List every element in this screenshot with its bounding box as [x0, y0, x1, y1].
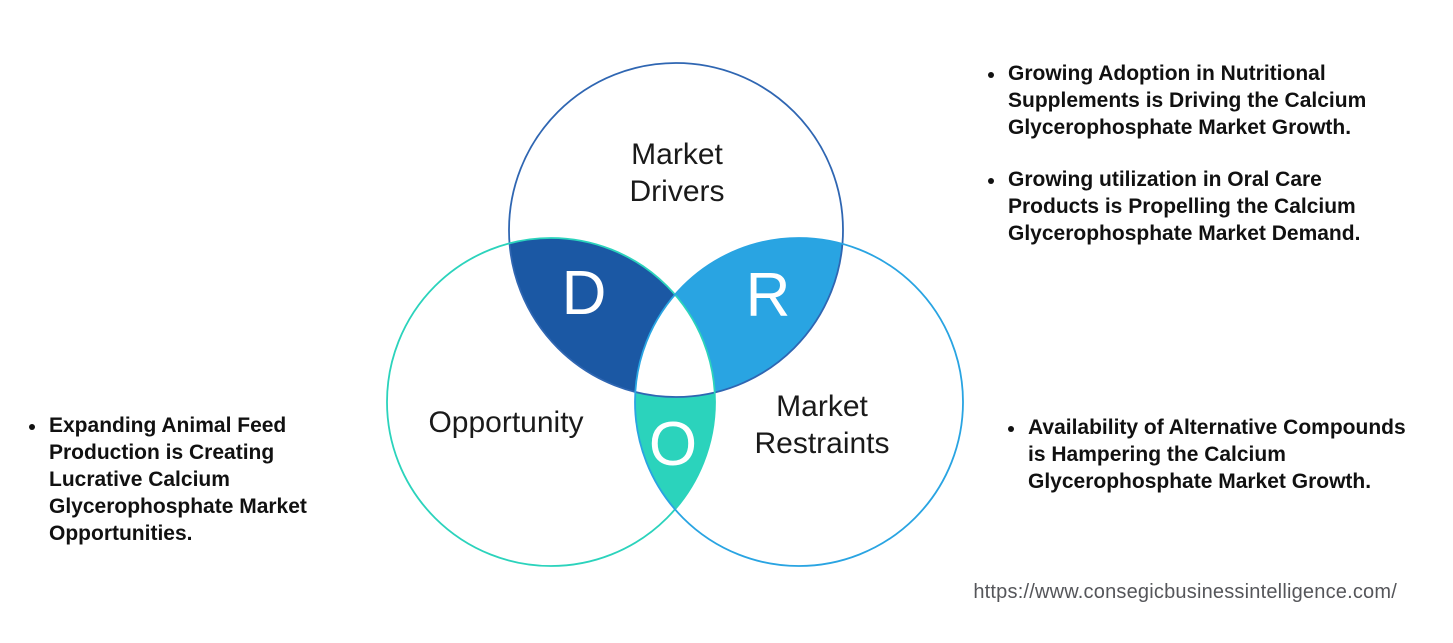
list-item: Growing Adoption in Nutritional Suppleme…: [988, 60, 1418, 141]
bullet-dot: [1008, 426, 1014, 432]
list-item: Growing utilization in Oral Care Product…: [988, 166, 1418, 247]
opportunity-bullet-list: Expanding Animal Feed Production is Crea…: [29, 412, 339, 547]
source-url: https://www.consegicbusinessintelligence…: [973, 581, 1397, 603]
opportunity-circle: [386, 237, 716, 567]
restraints-circle: [634, 237, 964, 567]
drivers-circle: [508, 62, 844, 398]
drivers-restraints-intersection: [635, 238, 843, 397]
restraints-letter: R: [746, 261, 791, 330]
drivers-circle-label: Market Drivers: [629, 138, 725, 208]
bullet-dot: [29, 424, 35, 430]
driver-point-1: Growing Adoption in Nutritional Suppleme…: [1008, 62, 1367, 139]
restraints-bullet-list: Availability of Alternative Compounds is…: [1008, 414, 1448, 495]
restraint-point-1: Availability of Alternative Compounds is…: [1028, 416, 1406, 493]
driver-point-2: Growing utilization in Oral Care Product…: [1008, 168, 1361, 245]
bullet-dot: [988, 72, 994, 78]
drivers-letter: D: [562, 259, 607, 328]
opportunity-point-1: Expanding Animal Feed Production is Crea…: [49, 414, 307, 545]
restraints-circle-label: Market Restraints: [754, 390, 890, 460]
list-item: Expanding Animal Feed Production is Crea…: [29, 412, 339, 547]
bullet-dot: [988, 178, 994, 184]
opportunity-circle-label: Opportunity: [428, 406, 584, 439]
drivers-opportunity-intersection: [509, 238, 715, 397]
opportunity-letter: O: [649, 410, 697, 479]
list-item: Availability of Alternative Compounds is…: [1008, 414, 1448, 495]
drivers-bullet-list: Growing Adoption in Nutritional Suppleme…: [988, 60, 1418, 247]
